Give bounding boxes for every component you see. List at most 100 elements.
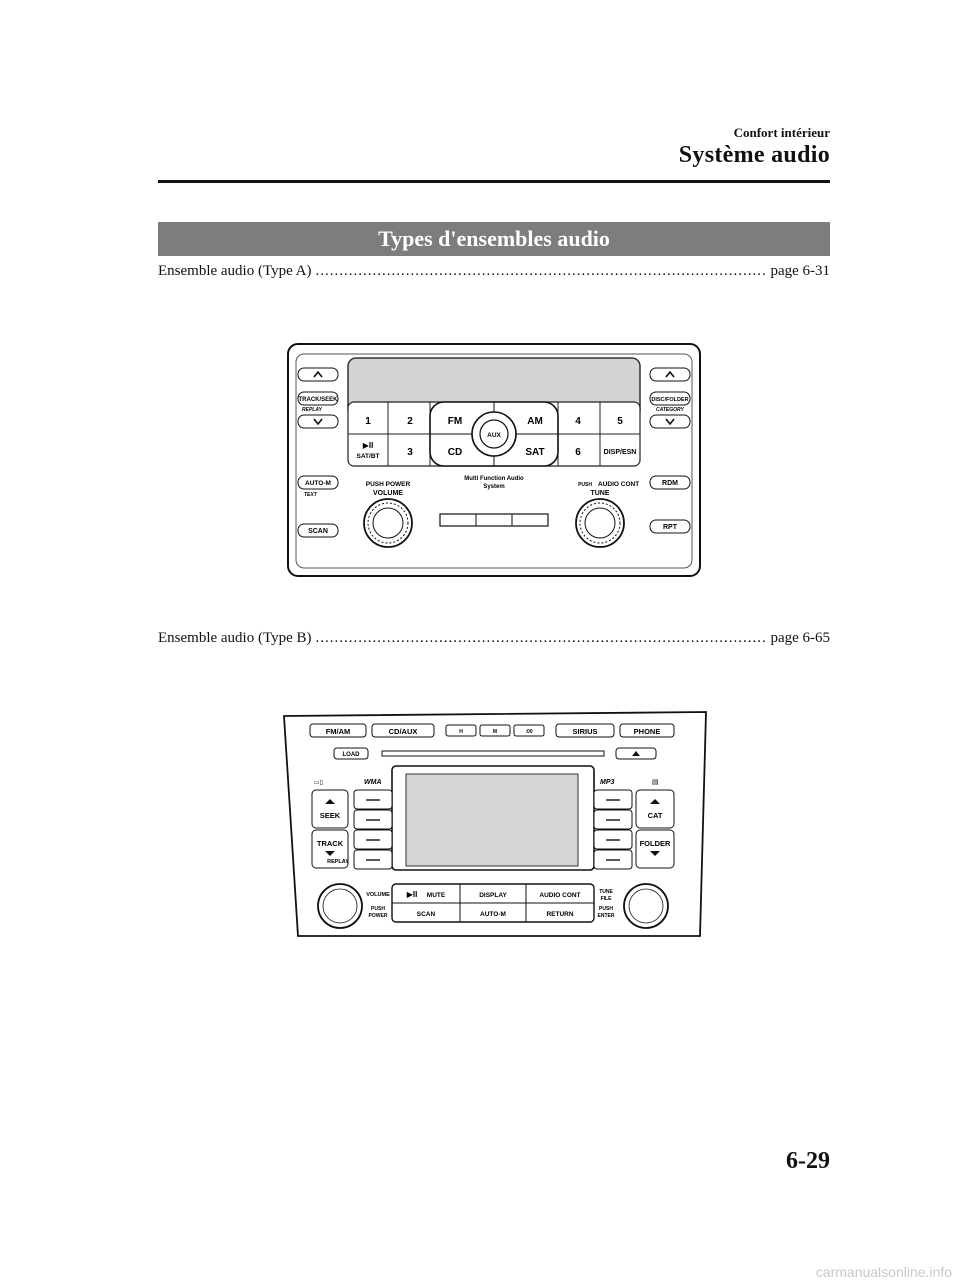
page-number: 6-29 <box>786 1148 830 1174</box>
clock-00-label: :00 <box>525 729 532 735</box>
track-seek-label-plate <box>297 391 339 406</box>
preset-5-button[interactable]: 5 <box>617 416 623 427</box>
seek-label: SEEK <box>320 811 341 820</box>
mp3-logo: MP3 <box>600 779 615 786</box>
right-preset-bank <box>593 789 633 870</box>
clock-m-button[interactable] <box>479 724 511 737</box>
left-preset-bank <box>353 789 393 870</box>
cd-slot <box>439 513 549 527</box>
tune-label: TUNE <box>590 490 609 497</box>
clock-h-button[interactable] <box>445 724 477 737</box>
cd-logo: ▤ <box>652 779 659 786</box>
preset-3-button[interactable]: 3 <box>407 447 413 458</box>
preset-2-button[interactable]: 2 <box>407 416 413 427</box>
file-label: FILE <box>601 896 612 902</box>
toc-entry-type-b[interactable]: Ensemble audio (Type B) page 6-65 <box>158 630 830 647</box>
track-seek-down-button[interactable] <box>297 414 339 429</box>
rpt-label: RPT <box>663 524 678 531</box>
track-seek-up-button[interactable] <box>297 367 339 382</box>
push-label: PUSH <box>371 906 385 912</box>
track-label: TRACK <box>317 839 344 848</box>
push-label: PUSH <box>578 482 592 488</box>
sirius-label: SIRIUS <box>572 727 597 736</box>
disc-folder-down-button[interactable] <box>649 414 691 429</box>
header-rule <box>158 180 830 183</box>
disc-folder-up-button[interactable] <box>649 367 691 382</box>
auto-m-label: AUTO-M <box>305 480 331 487</box>
cat-button[interactable] <box>635 789 675 829</box>
preset-6-button[interactable]: 6 <box>575 447 581 458</box>
scan-button[interactable]: SCAN <box>417 911 436 918</box>
volume-knob[interactable] <box>317 883 363 929</box>
category-label: CATEGORY <box>656 407 685 413</box>
folder-button[interactable] <box>635 829 675 869</box>
chevron-down-icon <box>665 418 675 426</box>
system-label-line1: Multi Function Audio <box>464 476 524 482</box>
rdm-button[interactable] <box>649 475 691 490</box>
phone-label: PHONE <box>634 727 661 736</box>
tune-file-knob[interactable] <box>623 883 669 929</box>
scan-button[interactable] <box>297 523 339 538</box>
wma-logo: WMA <box>364 779 382 786</box>
load-button[interactable] <box>333 747 369 760</box>
fm-am-button[interactable] <box>309 723 367 738</box>
eject-icon <box>632 751 640 756</box>
audio-unit-type-b-illustration: FM/AM CD/AUX H M :00 SIRIUS PHONE LOAD ▭… <box>283 711 707 937</box>
disc-folder-label: DISC/FOLDER <box>651 397 688 403</box>
sat-bt-button[interactable]: SAT/BT <box>357 453 380 460</box>
preset-1-button[interactable]: 1 <box>365 416 371 427</box>
cd-button[interactable]: CD <box>448 447 462 458</box>
cd-slot <box>381 750 605 757</box>
disp-esn-button[interactable]: DISP/ESN <box>604 449 637 456</box>
section-title: Système audio <box>678 142 830 168</box>
audio-cont-button[interactable]: AUDIO CONT <box>539 892 580 899</box>
folder-label: FOLDER <box>640 839 671 848</box>
sirius-button[interactable] <box>555 723 615 738</box>
sat-button[interactable]: SAT <box>525 447 544 458</box>
fm-am-label: FM/AM <box>326 727 351 736</box>
toc-entry-label: Ensemble audio (Type A) <box>158 263 312 279</box>
triangle-up-icon <box>325 799 335 804</box>
phone-button[interactable] <box>619 723 675 738</box>
enter-label: ENTER <box>598 913 615 919</box>
volume-label: VOLUME <box>373 490 403 497</box>
display-button[interactable]: DISPLAY <box>479 892 507 899</box>
triangle-up-icon <box>650 799 660 804</box>
chevron-up-icon <box>665 370 675 378</box>
volume-label: VOLUME <box>366 892 390 898</box>
preset-4-button[interactable]: 4 <box>575 416 581 427</box>
auto-m-button[interactable] <box>297 475 339 490</box>
play-pause-icon: ▶II <box>363 441 374 450</box>
chapter-subtitle: Confort intérieur <box>733 125 830 140</box>
toc-entry-label: Ensemble audio (Type B) <box>158 630 312 646</box>
fm-button[interactable]: FM <box>448 416 462 427</box>
display-screen <box>405 773 579 867</box>
section-banner: Types d'ensembles audio <box>158 222 830 256</box>
replay-label: REPLAY <box>327 859 349 865</box>
clock-00-button[interactable] <box>513 724 545 737</box>
toc-entry-page: page 6-65 <box>770 630 830 646</box>
am-button[interactable]: AM <box>527 416 543 427</box>
auto-m-button[interactable]: AUTO-M <box>480 911 506 918</box>
return-button[interactable]: RETURN <box>546 911 573 918</box>
play-pause-icon: ▶II <box>407 890 418 899</box>
triangle-down-icon <box>650 851 660 856</box>
cd-aux-label: CD/AUX <box>389 727 418 736</box>
text-label: TEXT <box>304 492 318 498</box>
aux-button[interactable] <box>479 419 509 449</box>
seek-button[interactable] <box>311 789 349 829</box>
cd-aux-button[interactable] <box>371 723 435 738</box>
rpt-button[interactable] <box>649 519 691 534</box>
cat-label: CAT <box>648 811 663 820</box>
track-button[interactable] <box>311 829 349 869</box>
watermark: carmanualsonline.info <box>815 1264 952 1280</box>
disc-folder-label-plate <box>649 391 691 406</box>
push-power-label: PUSH POWER <box>366 481 411 488</box>
toc-leader <box>316 263 767 280</box>
clock-h-label: H <box>459 729 463 735</box>
push-label: PUSH <box>599 906 613 912</box>
mute-button[interactable]: MUTE <box>427 892 446 899</box>
replay-label: REPLAY <box>302 407 323 413</box>
track-seek-label: TRACK/SEEK <box>298 397 338 403</box>
toc-entry-type-a[interactable]: Ensemble audio (Type A) page 6-31 <box>158 263 830 280</box>
